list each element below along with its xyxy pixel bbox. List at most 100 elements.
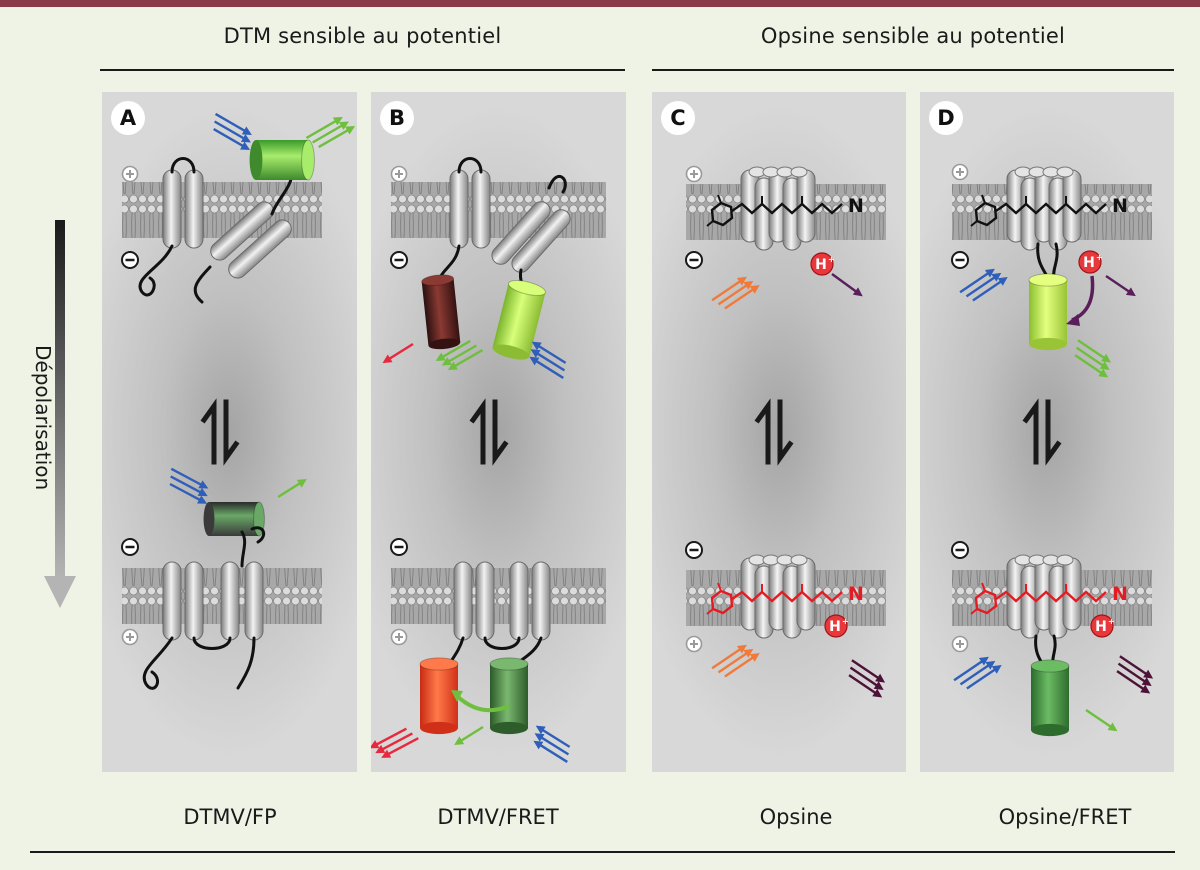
panel-b-badge: B	[380, 101, 414, 135]
emission-arrows	[305, 116, 356, 149]
svg-text:H: H	[1083, 255, 1095, 271]
retinal-nitrogen-label: N	[1112, 583, 1128, 605]
helix-s4	[531, 561, 551, 641]
proton-icon: H+	[1078, 250, 1103, 274]
minus-sign-icon	[390, 538, 408, 556]
plus-sign-icon	[390, 165, 408, 183]
bottom-rule	[30, 851, 1175, 853]
opsin-barrel	[740, 166, 816, 251]
opsin-barrel	[1006, 554, 1082, 639]
green-emission-arrows	[1074, 339, 1112, 378]
panel-a-badge: A	[111, 101, 145, 135]
equilibrium-arrows-icon	[200, 398, 240, 466]
caption-c: Opsine	[759, 805, 833, 829]
purple-emission-arrow	[831, 273, 863, 297]
helix-s3	[509, 561, 529, 641]
helix-s4	[244, 561, 264, 641]
helix-s2	[184, 561, 204, 641]
plus-sign-icon	[390, 628, 408, 646]
red-emission-arrow	[382, 342, 414, 364]
retinal-chromophore: N	[970, 194, 1128, 227]
equilibrium-arrows-icon	[754, 398, 794, 466]
fret-transfer-arrowhead	[451, 690, 463, 702]
orange-excitation-arrows	[711, 276, 760, 310]
linker-loop	[138, 244, 174, 297]
group-title-opsine: Opsine sensible au potentiel	[760, 24, 1066, 48]
minus-sign-icon	[685, 541, 703, 559]
svg-text:H: H	[815, 257, 827, 273]
fret-transfer-arrow	[455, 694, 510, 713]
purple-emission-arrow	[1105, 275, 1136, 297]
top-accent-bar	[0, 0, 1200, 7]
donor-fp-yellow-green	[492, 280, 546, 360]
linker-loop	[457, 157, 483, 174]
donor-fp-green	[1030, 659, 1070, 737]
linker-loop	[483, 636, 521, 650]
excitation-arrows	[533, 725, 571, 763]
linker-loop	[1036, 242, 1050, 280]
svg-text:+: +	[1108, 617, 1115, 626]
purple-emission-arrows	[1116, 655, 1154, 694]
retinal-nitrogen-label: N	[848, 195, 864, 217]
svg-text:+: +	[828, 255, 835, 264]
plus-sign-icon	[121, 628, 139, 646]
group-title-dtm: DTM sensible au potentiel	[223, 24, 502, 48]
retinal-chromophore-red: N	[706, 582, 864, 615]
green-emission-arrow	[1085, 709, 1118, 732]
orange-excitation-arrows	[711, 644, 760, 678]
fluorescent-protein-dim	[203, 501, 265, 537]
excitation-arrows	[529, 341, 567, 379]
proton-icon: H+	[810, 252, 835, 276]
linker-loop	[193, 265, 212, 304]
excitation-arrows	[953, 656, 1002, 690]
caption-b: DTMV/FRET	[437, 805, 559, 829]
linker-loop	[250, 526, 266, 544]
proton-icon: H+	[824, 614, 849, 638]
retinal-nitrogen-label: N	[1112, 195, 1128, 217]
excitation-arrows	[959, 268, 1008, 302]
linker-loop	[547, 174, 567, 194]
linker-loop	[142, 636, 174, 690]
panel-b: B	[371, 92, 626, 772]
excitation-arrows	[169, 467, 209, 504]
equilibrium-arrows-icon	[469, 398, 509, 466]
purple-emission-arrows	[848, 659, 886, 698]
acceptor-fp-dark	[421, 274, 461, 350]
linker-loop	[517, 636, 543, 664]
linker-loop	[439, 244, 461, 278]
svg-text:+: +	[1096, 253, 1103, 262]
equilibrium-arrows-icon	[1022, 398, 1062, 466]
minus-sign-icon	[951, 251, 969, 269]
membrane-bottom	[391, 568, 606, 624]
panel-d-badge: D	[929, 101, 963, 135]
caption-a: DTMV/FP	[183, 805, 277, 829]
panel-a: A	[102, 92, 357, 772]
depolarisation-arrow	[44, 220, 76, 608]
helix-s2	[471, 169, 491, 249]
linker-loop	[192, 636, 232, 650]
minus-sign-icon	[121, 251, 139, 269]
linker-loop	[236, 636, 256, 690]
emission-arrow	[277, 478, 307, 499]
red-emission-arrows	[371, 727, 419, 758]
fluorescent-protein-bright	[249, 139, 315, 181]
plus-sign-icon	[951, 635, 969, 653]
donor-fp-green	[489, 657, 529, 735]
retinal-chromophore-red: N	[970, 582, 1128, 615]
helix-s4	[511, 209, 571, 273]
helix-s3	[220, 561, 240, 641]
panel-c-badge: C	[661, 101, 695, 135]
svg-text:H: H	[829, 619, 841, 635]
minus-sign-icon	[390, 251, 408, 269]
plus-sign-icon	[685, 635, 703, 653]
plus-sign-icon	[121, 165, 139, 183]
donor-fp-yellow-green	[1028, 273, 1068, 351]
minus-sign-icon	[121, 538, 139, 556]
green-emission-arrows	[435, 339, 484, 371]
svg-text:H: H	[1095, 619, 1107, 635]
helix-s1	[162, 169, 182, 249]
membrane-top	[391, 182, 606, 238]
